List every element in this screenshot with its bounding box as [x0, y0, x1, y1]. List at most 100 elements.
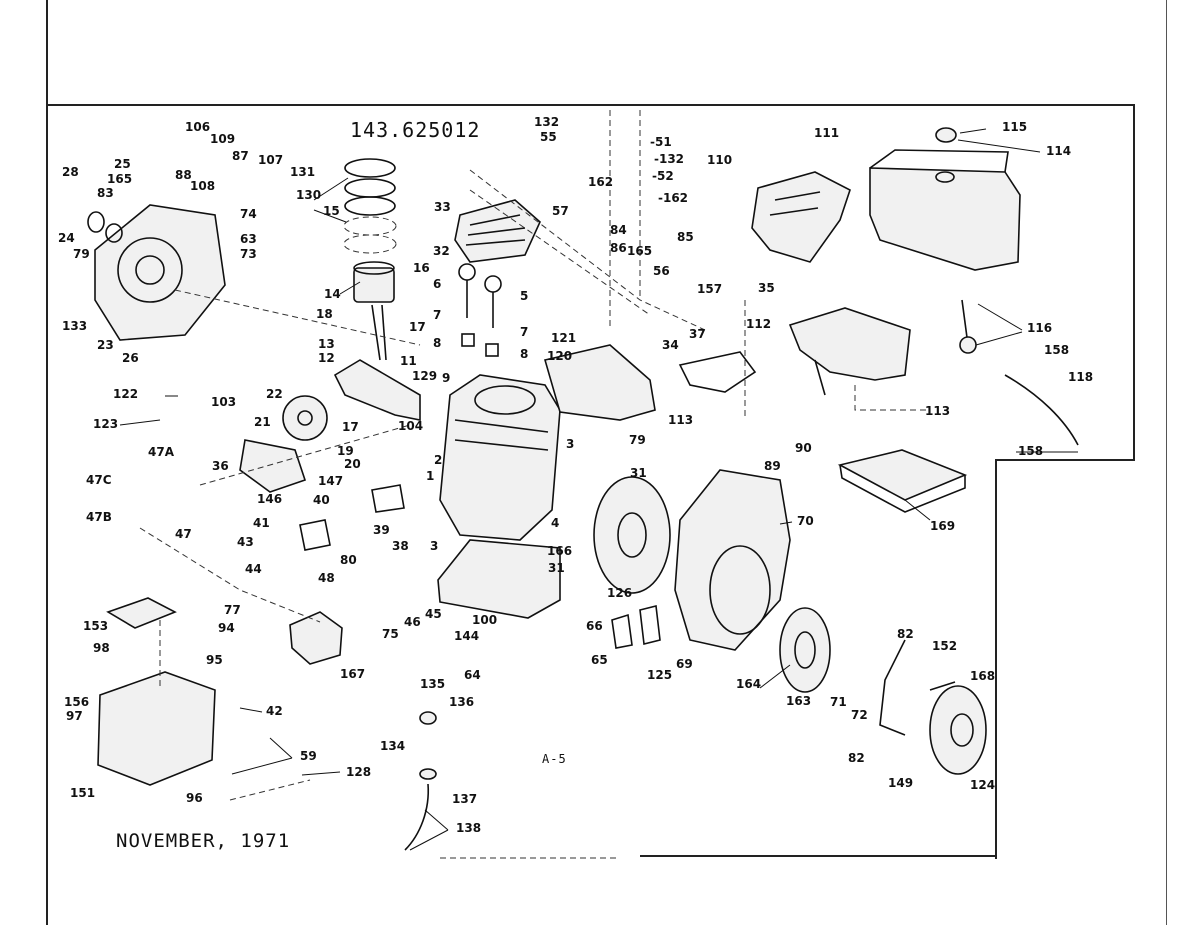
part-label-23: 23	[97, 338, 114, 352]
part-label-151: 151	[70, 786, 95, 800]
part-label-120: 120	[547, 349, 572, 363]
part-label-126: 126	[607, 586, 632, 600]
part-label-20: 20	[344, 457, 361, 471]
page-edge-line	[1166, 0, 1167, 925]
part-label-167: 167	[340, 667, 365, 681]
part-label-111: 111	[814, 126, 839, 140]
part-label-36: 36	[212, 459, 229, 473]
part-label-5: 5	[520, 289, 528, 303]
part-label-22: 22	[266, 387, 283, 401]
part-label-47b: 47B	[86, 510, 112, 524]
part-label-11: 11	[400, 354, 417, 368]
part-label-79a: 79	[73, 247, 90, 261]
cam-gear	[282, 395, 328, 441]
part-label-88: 88	[175, 168, 192, 182]
part-label-65: 65	[591, 653, 608, 667]
part-label-15: 15	[323, 204, 340, 218]
oil-fill-tube	[404, 711, 437, 851]
part-label-56: 56	[653, 264, 670, 278]
part-label-8b: 8	[520, 347, 528, 361]
part-label-106: 106	[185, 120, 210, 134]
piston-rings	[343, 158, 397, 254]
part-label-97: 97	[66, 709, 83, 723]
part-label-51: -51	[650, 135, 672, 149]
part-label-128: 128	[346, 765, 371, 779]
guide-lines	[139, 110, 930, 859]
frame-right-line	[1133, 104, 1135, 459]
part-label-109: 109	[210, 132, 235, 146]
part-label-165b: 165	[627, 244, 652, 258]
part-label-166: 166	[547, 544, 572, 558]
part-label-17a: 17	[409, 320, 426, 334]
part-label-35: 35	[758, 281, 775, 295]
part-label-121: 121	[551, 331, 576, 345]
part-label-57: 57	[552, 204, 569, 218]
base-plate	[437, 539, 561, 619]
carburetor	[289, 611, 343, 665]
part-label-18: 18	[316, 307, 333, 321]
part-label-113b: 113	[925, 404, 950, 418]
part-label-144: 144	[454, 629, 479, 643]
frame-right-lower-line	[995, 459, 997, 859]
tank-bracket	[751, 171, 851, 263]
blower-housing	[674, 469, 791, 651]
flywheel	[593, 476, 671, 594]
part-label-115: 115	[1002, 120, 1027, 134]
part-label-12: 12	[318, 351, 335, 365]
part-label-9: 9	[442, 371, 450, 385]
part-label-39: 39	[373, 523, 390, 537]
part-label-137: 137	[452, 792, 477, 806]
sheet-id: A-5	[542, 752, 567, 766]
part-label-86: 86	[610, 241, 627, 255]
part-label-158b: 158	[1018, 444, 1043, 458]
part-label-152: 152	[932, 639, 957, 653]
frame-top-line	[46, 104, 1133, 106]
part-label-45: 45	[425, 607, 442, 621]
instruction-plate	[106, 597, 177, 629]
air-filter-element	[837, 449, 968, 513]
part-label-47a: 47A	[148, 445, 175, 459]
part-label-34: 34	[662, 338, 679, 352]
part-label-2: 2	[434, 453, 442, 467]
part-label-25: 25	[114, 157, 131, 171]
part-label-13: 13	[318, 337, 335, 351]
part-label-48: 48	[318, 571, 335, 585]
part-label-113a: 113	[668, 413, 693, 427]
part-label-132a: 132	[534, 115, 559, 129]
part-label-104: 104	[398, 419, 423, 433]
part-label-110: 110	[707, 153, 732, 167]
part-label-132b: -132	[654, 152, 684, 166]
part-label-82a: 82	[897, 627, 914, 641]
part-label-43: 43	[237, 535, 254, 549]
part-label-80: 80	[340, 553, 357, 567]
part-label-7b: 7	[520, 325, 528, 339]
part-label-156: 156	[64, 695, 89, 709]
cylinder-head	[454, 199, 541, 263]
part-label-69: 69	[676, 657, 693, 671]
part-label-169: 169	[930, 519, 955, 533]
base-pan	[97, 671, 216, 786]
part-label-94: 94	[218, 621, 235, 635]
model-number: 143.625012	[350, 118, 481, 142]
part-label-73: 73	[240, 247, 257, 261]
mount-bracket	[788, 307, 911, 396]
part-label-147: 147	[318, 474, 343, 488]
part-label-28: 28	[62, 165, 79, 179]
part-label-31b: 31	[548, 561, 565, 575]
part-label-77: 77	[224, 603, 241, 617]
part-label-4: 4	[551, 516, 559, 530]
fuel-tank	[869, 127, 1021, 271]
part-label-122: 122	[113, 387, 138, 401]
valves	[458, 263, 502, 357]
part-label-133: 133	[62, 319, 87, 333]
part-label-19: 19	[337, 444, 354, 458]
part-label-165a: 165	[107, 172, 132, 186]
part-label-55: 55	[540, 130, 557, 144]
part-label-124: 124	[970, 778, 995, 792]
part-label-16: 16	[413, 261, 430, 275]
part-label-37: 37	[689, 327, 706, 341]
part-label-163: 163	[786, 694, 811, 708]
part-label-82b: 82	[848, 751, 865, 765]
part-label-158a: 158	[1044, 343, 1069, 357]
